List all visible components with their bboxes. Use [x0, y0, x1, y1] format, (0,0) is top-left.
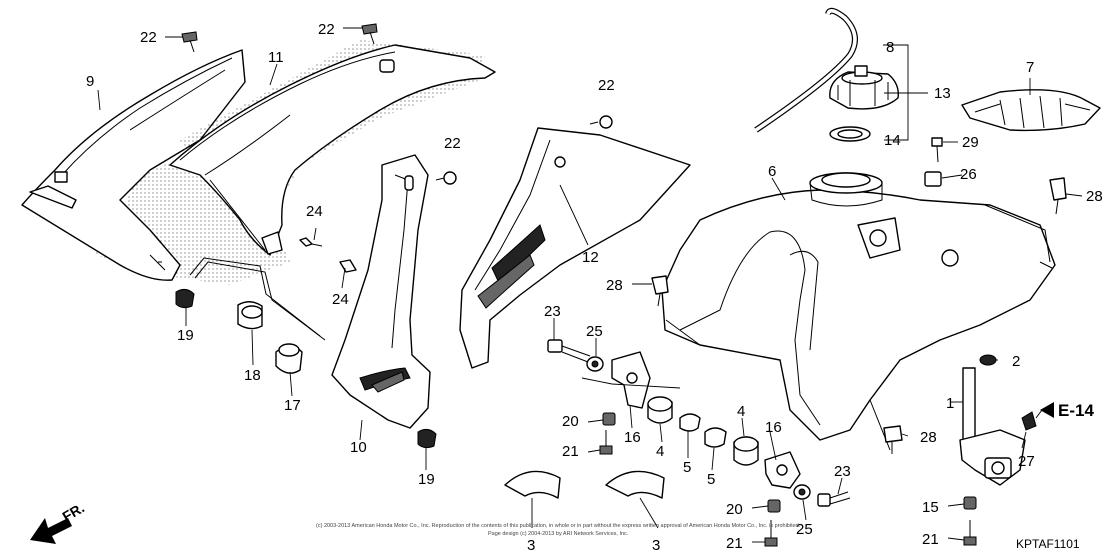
- shroud-9: [21, 49, 290, 285]
- callout-21-a: 21: [562, 443, 579, 460]
- leader-lines: [97, 27, 1083, 543]
- callout-26: 26: [960, 166, 977, 183]
- callout-15: 15: [922, 499, 939, 516]
- callout-28-b: 28: [606, 277, 623, 294]
- callout-10: 10: [350, 439, 367, 456]
- copyright-line-2: Page design (c) 2004-2013 by ARI Network…: [488, 531, 629, 537]
- callout-5-b: 5: [707, 471, 715, 488]
- callout-23-a: 23: [544, 303, 561, 320]
- cap-seal-14: [829, 126, 871, 142]
- callout-22-c: 22: [598, 77, 615, 94]
- callout-20-a: 20: [562, 413, 579, 430]
- callout-14: 14: [884, 132, 901, 149]
- callout-4-a: 4: [656, 443, 664, 460]
- fuel-hose-8: [754, 7, 858, 133]
- callout-6: 6: [768, 163, 776, 180]
- shroud-10: [331, 154, 431, 429]
- callout-25-b: 25: [796, 521, 813, 538]
- callout-19-a: 19: [177, 327, 194, 344]
- callout-16-b: 16: [765, 419, 782, 436]
- shroud-12: [459, 127, 691, 369]
- callout-28-c: 28: [920, 429, 937, 446]
- shroud-11: [169, 40, 496, 256]
- callout-13: 13: [934, 85, 951, 102]
- callout-3-a: 3: [527, 537, 535, 554]
- small-hardware: [175, 23, 1067, 547]
- callout-11: 11: [268, 49, 284, 66]
- callout-1: 1: [946, 395, 954, 412]
- callout-22-a: 22: [140, 29, 157, 46]
- callout-12: 12: [582, 249, 599, 266]
- fuel-tank-6: [661, 172, 1056, 451]
- callout-7: 7: [1026, 59, 1034, 76]
- callout-20-b: 20: [726, 501, 743, 518]
- callout-21-b: 21: [726, 535, 743, 552]
- callout-17: 17: [284, 397, 301, 414]
- callout-8: 8: [886, 39, 894, 56]
- diagram-code: KPTAF1101: [1016, 537, 1080, 551]
- callout-19-b: 19: [418, 471, 435, 488]
- callout-22-d: 22: [444, 135, 461, 152]
- callout-23-b: 23: [834, 463, 851, 480]
- callout-21-c: 21: [922, 531, 939, 548]
- callout-2: 2: [1012, 353, 1020, 370]
- callout-4-b: 4: [737, 403, 745, 420]
- band-7: [961, 89, 1101, 132]
- copyright-line-1: (c) 2003-2013 American Honda Motor Co., …: [316, 523, 801, 529]
- callout-24-a: 24: [306, 203, 323, 220]
- callout-labels: 22 22 22 22 9 11 8 13 14 7 29 26 28 6 12…: [86, 21, 1103, 554]
- callout-22-b: 22: [318, 21, 335, 38]
- callout-25-a: 25: [586, 323, 603, 340]
- reference-e14: E-14: [1058, 401, 1094, 420]
- reference-arrow-icon: [1040, 402, 1054, 418]
- front-arrow-icon: [30, 518, 72, 544]
- callout-29: 29: [962, 134, 979, 151]
- fuel-cap-13: [829, 65, 899, 110]
- callout-9: 9: [86, 73, 94, 90]
- callout-18: 18: [244, 367, 261, 384]
- callout-28-a: 28: [1086, 188, 1103, 205]
- callout-3-b: 3: [652, 537, 660, 554]
- callout-27: 27: [1018, 453, 1035, 470]
- callout-5-a: 5: [683, 459, 691, 476]
- callout-16-a: 16: [624, 429, 641, 446]
- callout-24-b: 24: [332, 291, 349, 308]
